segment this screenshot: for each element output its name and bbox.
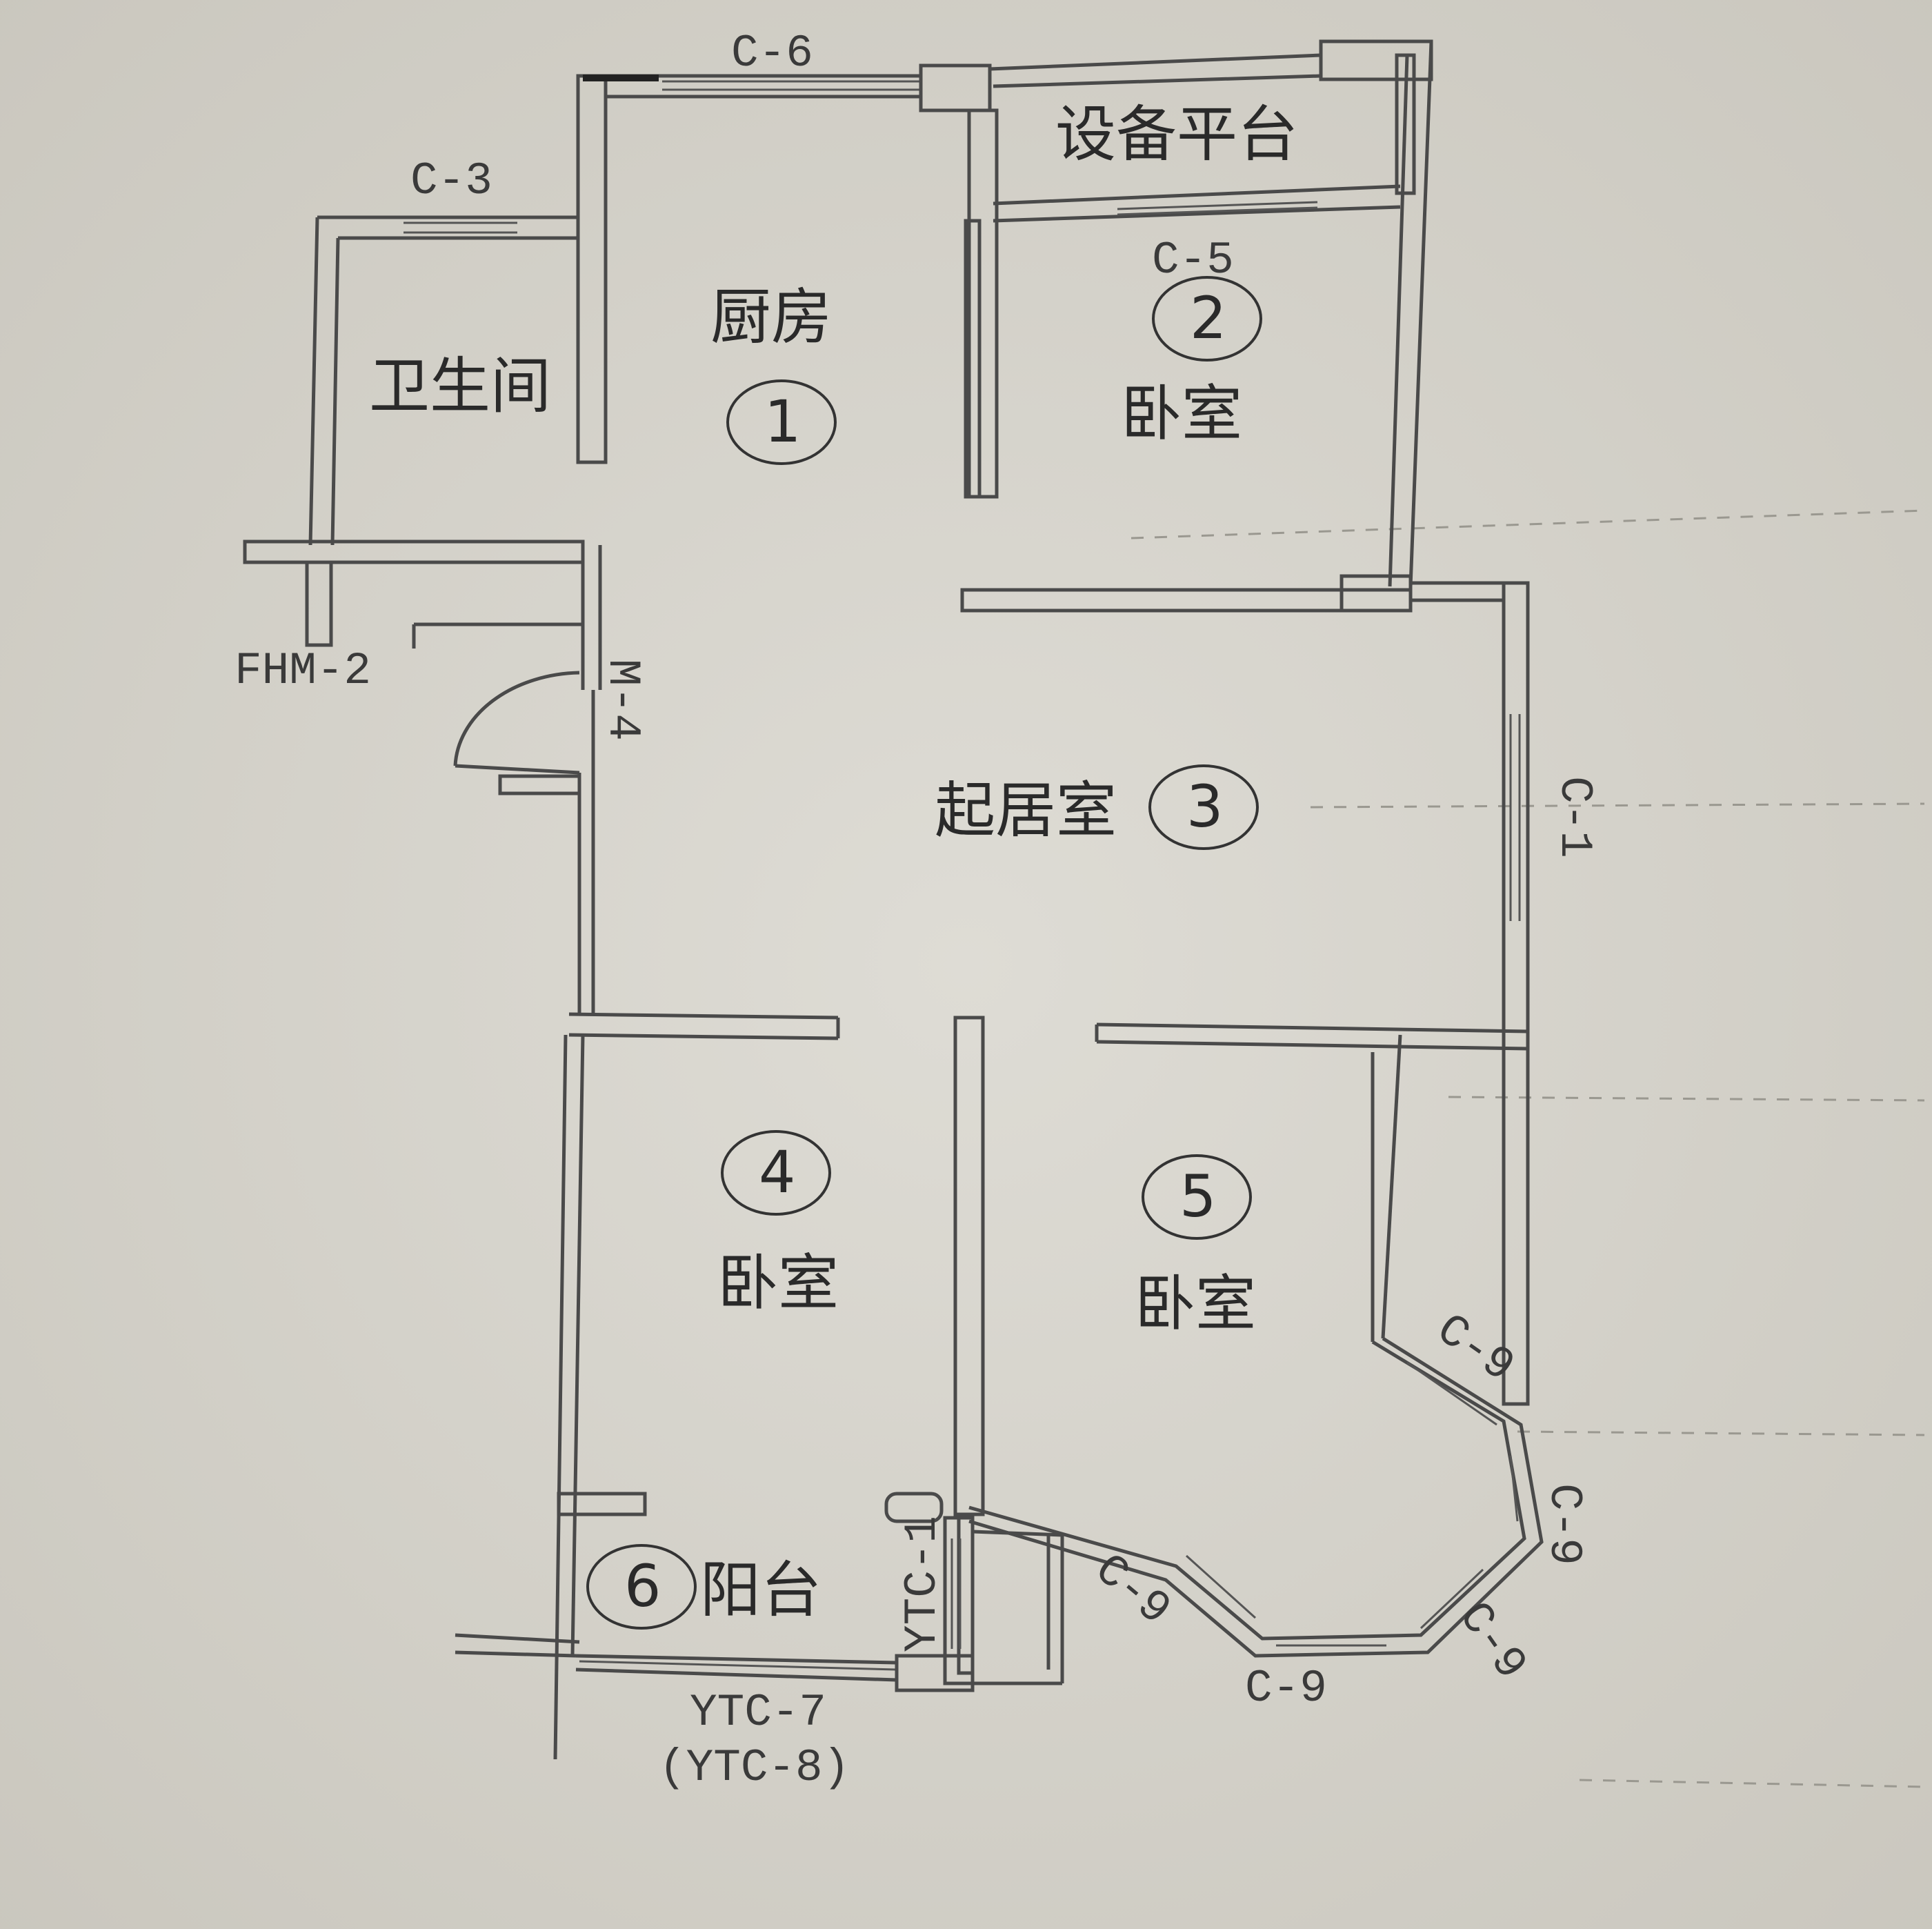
balcony-number: 6 bbox=[624, 1552, 661, 1620]
label-c1: C-1 bbox=[1548, 776, 1600, 858]
label-c6: C-6 bbox=[731, 28, 813, 79]
opening-labels: C-6 C-3 C-5 FHM-2 M-4 C-1 C-9 C-9 C-9 C-… bbox=[235, 28, 1600, 1794]
bedroom4-number-badge: 4 bbox=[721, 1130, 831, 1216]
bedroom5-name: 卧室 bbox=[1135, 1268, 1256, 1339]
label-ytc1: YTC-1 bbox=[897, 1516, 948, 1652]
kitchen-name: 厨房 bbox=[710, 281, 832, 353]
label-c9-b: C-9 bbox=[1538, 1483, 1590, 1565]
bedroom2-name: 卧室 bbox=[1121, 378, 1242, 449]
label-c3: C-3 bbox=[410, 155, 492, 207]
label-c9-d: C-9 bbox=[1245, 1663, 1327, 1714]
bedroom2-number: 2 bbox=[1190, 284, 1226, 352]
bedroom2-number-badge: 2 bbox=[1152, 276, 1262, 362]
label-fhm2: FHM-2 bbox=[235, 645, 371, 697]
label-c5: C-5 bbox=[1152, 235, 1234, 286]
label-m4: M-4 bbox=[597, 659, 648, 741]
living-room-name: 起居室 bbox=[935, 775, 1117, 846]
wall-cap bbox=[583, 75, 659, 81]
label-ytc8: (YTC-8) bbox=[659, 1742, 850, 1794]
balcony-right-wall bbox=[943, 1516, 975, 1685]
pillar-top bbox=[919, 63, 992, 112]
equipment-platform-name: 设备平台 bbox=[1055, 99, 1298, 170]
bedroom5-number-badge: 5 bbox=[1142, 1154, 1252, 1240]
label-ytc7: YTC-7 bbox=[690, 1687, 826, 1739]
room-labels: 厨房 1 卫生间 设备平台 2 卧室 起居室 3 4 卧室 5 卧室 6 bbox=[369, 99, 1298, 1630]
bedroom4-number: 4 bbox=[759, 1138, 795, 1206]
living-right-wall bbox=[1502, 581, 1530, 1406]
balcony-name: 阳台 bbox=[700, 1554, 821, 1625]
living-number: 3 bbox=[1186, 773, 1223, 840]
bedroom5-number: 5 bbox=[1179, 1163, 1216, 1230]
bathroom-name: 卫生间 bbox=[369, 350, 551, 422]
m4-door-swing bbox=[453, 671, 580, 766]
kitchen-number-badge: 1 bbox=[726, 379, 837, 465]
bedroom4-name: 卧室 bbox=[717, 1247, 839, 1318]
kitchen-right-wall bbox=[967, 108, 999, 499]
balcony-number-badge: 6 bbox=[586, 1544, 697, 1630]
living-number-badge: 3 bbox=[1148, 764, 1259, 850]
kitchen-number: 1 bbox=[764, 388, 801, 455]
walls bbox=[243, 39, 1544, 1760]
